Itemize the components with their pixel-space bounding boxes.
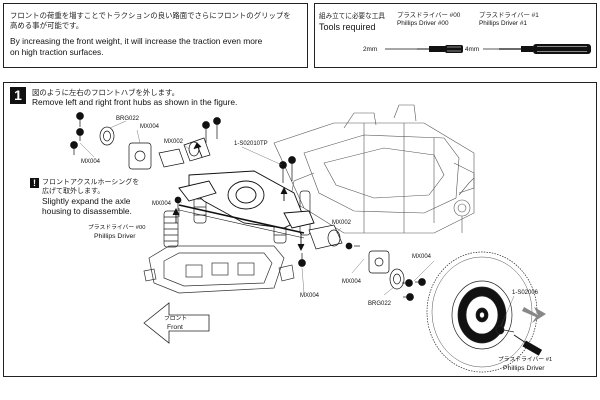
screw-icon [402, 279, 413, 287]
screw-icon [298, 253, 306, 267]
label-mx004-right-a: MX004 [342, 279, 362, 285]
note-jp-line2: 広げて取外します。 [42, 188, 105, 195]
screw-icon [403, 293, 414, 301]
tire-wheel [426, 251, 538, 373]
label-mx002-left: MX002 [164, 139, 184, 145]
wheel-removal-arrow [522, 307, 546, 323]
front-bumper [143, 245, 295, 294]
driver1-jp: プラスドライバー #1 [479, 12, 539, 19]
front-en: Front [167, 324, 183, 331]
step-en: Remove left and right front hubs as show… [32, 97, 238, 107]
label-brg022-right: BRG022 [368, 301, 392, 307]
driver00-size: 2mm [363, 46, 378, 53]
label-mx004-right-b: MX004 [412, 254, 432, 260]
right-hub-parts [308, 224, 405, 290]
label-s02006: 1-S02006 [512, 290, 539, 296]
label-mx004-left-a: MX004 [140, 124, 160, 130]
screw-icon [174, 196, 182, 211]
driver-left-en: Phillips Driver [94, 233, 136, 240]
driver-right-jp: プラスドライバー #1 [498, 356, 552, 363]
intro-en-line1: By increasing the front weight, it will … [10, 36, 263, 46]
label-s02010tp: 1-S02010TP [234, 141, 268, 147]
screws [70, 112, 426, 301]
intro-jp-line1: フロントの荷重を増すことでトラクションの良い路面でさらにフロントのグリップを [10, 11, 291, 20]
intro-en-line2: on high traction surfaces. [10, 47, 104, 57]
note-en-line1: Slightly expand the axle [42, 196, 131, 206]
removal-arrows [172, 142, 305, 252]
screw-icon [345, 242, 360, 250]
screw-icon [288, 156, 296, 181]
screwdriver-right-icon [513, 334, 543, 356]
phillips-driver-00-icon [385, 45, 463, 53]
driver00-en: Phillips Driver #00 [397, 20, 449, 27]
label-mx004-bottom: MX004 [300, 293, 320, 299]
screw-icon [415, 278, 426, 286]
screw-icon [76, 112, 84, 127]
caution-mark: ! [30, 178, 39, 188]
driver00-jp: プラスドライバー #00 [397, 12, 461, 19]
label-mx002-right: MX002 [332, 220, 352, 226]
screw-icon [279, 161, 287, 183]
wheel-nut-icon [495, 325, 515, 335]
screw-icon [76, 128, 84, 141]
tools-header-jp: 組み立てに必要な工具 [319, 13, 385, 20]
driver1-en: Phillips Driver #1 [479, 20, 527, 27]
intro-jp-line2: 高める事が可能です。 [10, 21, 84, 30]
exploded-assembly-diagram: BRG022 MX004 MX004 MX002 1-S02010TP MX00… [70, 104, 552, 373]
label-brg022-left: BRG022 [116, 116, 140, 122]
tools-header-en: Tools required [319, 22, 376, 32]
leader-lines [79, 120, 515, 327]
axle-housing [178, 170, 315, 239]
front-jp: フロント [164, 315, 187, 322]
driver-right-en: Phillips Driver [503, 365, 545, 372]
step-jp: 図のように左右のフロントハブを外します。 [32, 88, 180, 97]
phillips-driver-1-icon [483, 44, 591, 54]
note-en-line2: housing to disassemble. [42, 206, 132, 216]
left-hub-parts [99, 126, 211, 170]
note-jp-line1: フロントアクスルホーシングを [42, 179, 140, 186]
screw-icon [202, 121, 210, 143]
label-mx004-center: MX004 [152, 201, 172, 207]
step-number: 1 [14, 87, 22, 103]
screw-icon [213, 117, 221, 139]
tools-panel: 組み立てに必要な工具 Tools required プラスドライバー #00 P… [314, 3, 597, 68]
intro-panel: フロントの荷重を増すことでトラクションの良い路面でさらにフロントのグリップを 高… [3, 3, 308, 68]
screw-icon [70, 141, 78, 155]
driver1-size: 4mm [465, 46, 480, 53]
step-panel: 1 図のように左右のフロントハブを外します。 Remove left and r… [3, 82, 597, 377]
label-mx004-left-b: MX004 [81, 159, 101, 165]
step-number-badge: 1 [10, 87, 26, 104]
tools-drawing [385, 44, 591, 54]
front-direction-arrow [143, 302, 210, 344]
driver-left-jp: プラスドライバー #00 [88, 224, 145, 231]
